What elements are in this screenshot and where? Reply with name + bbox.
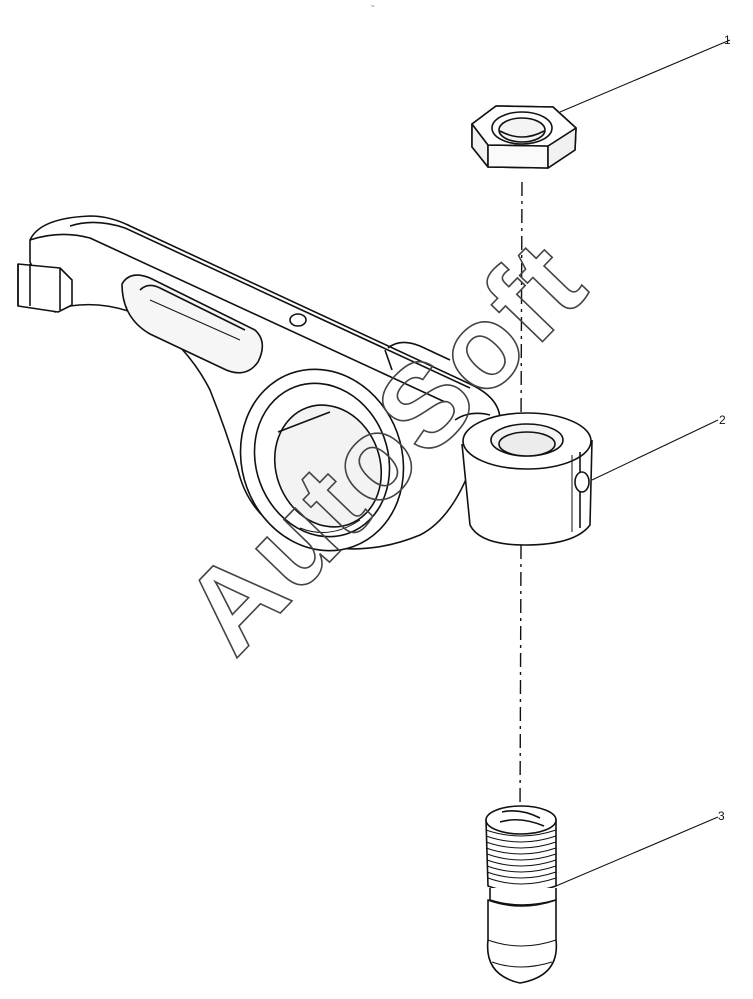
assembly-axis-lower bbox=[519, 544, 522, 816]
hex-nut bbox=[471, 105, 577, 169]
thread-lines bbox=[485, 829, 557, 885]
adjusting-screw bbox=[485, 805, 558, 984]
rocker-arm bbox=[17, 215, 593, 552]
callout-label-2: 2 bbox=[719, 413, 726, 427]
callout-leaders bbox=[555, 39, 731, 887]
callout-label-1: 1 bbox=[724, 33, 731, 47]
top-mark: ~ bbox=[371, 4, 375, 10]
callout-label-3: 3 bbox=[718, 809, 725, 823]
